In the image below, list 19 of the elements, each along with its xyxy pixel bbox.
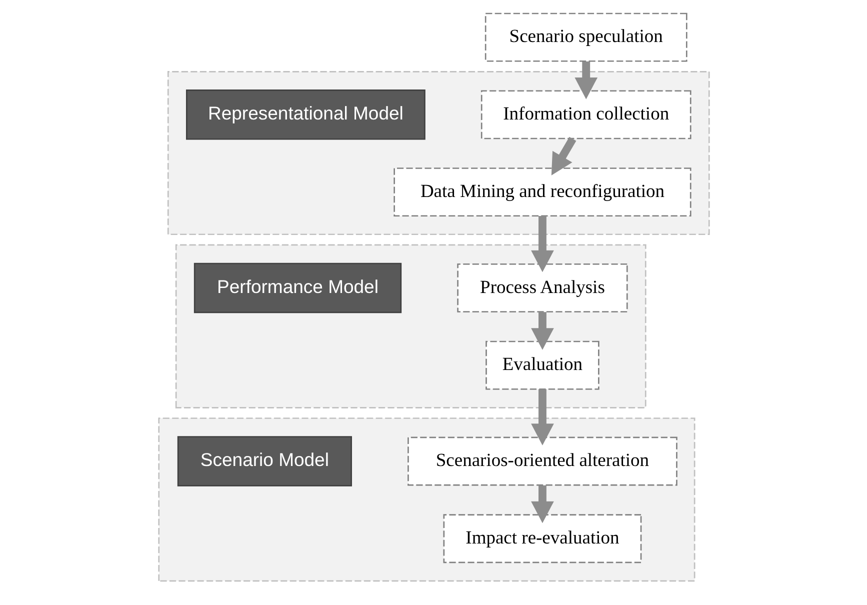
node-box: Scenario speculation (484, 12, 687, 62)
arrow (574, 61, 598, 100)
arrow (550, 136, 576, 176)
node-box: Process Analysis (456, 263, 628, 312)
node-box: Evaluation (485, 340, 599, 390)
node-box: Information collection (480, 90, 691, 140)
arrow (530, 312, 554, 350)
node-box: Impact re-evaluation (442, 514, 642, 564)
node-box: Representational Model (185, 90, 425, 140)
arrow (530, 216, 554, 272)
cluster (158, 418, 695, 582)
arrow (530, 389, 554, 446)
node-box: Data Mining and reconfiguration (393, 168, 691, 217)
cluster (174, 244, 646, 408)
node-box: Scenarios-oriented alteration (407, 436, 677, 486)
arrow (530, 485, 554, 524)
cluster (166, 71, 710, 236)
node-box: Performance Model (193, 262, 402, 314)
node-box: Scenario Model (176, 436, 352, 486)
